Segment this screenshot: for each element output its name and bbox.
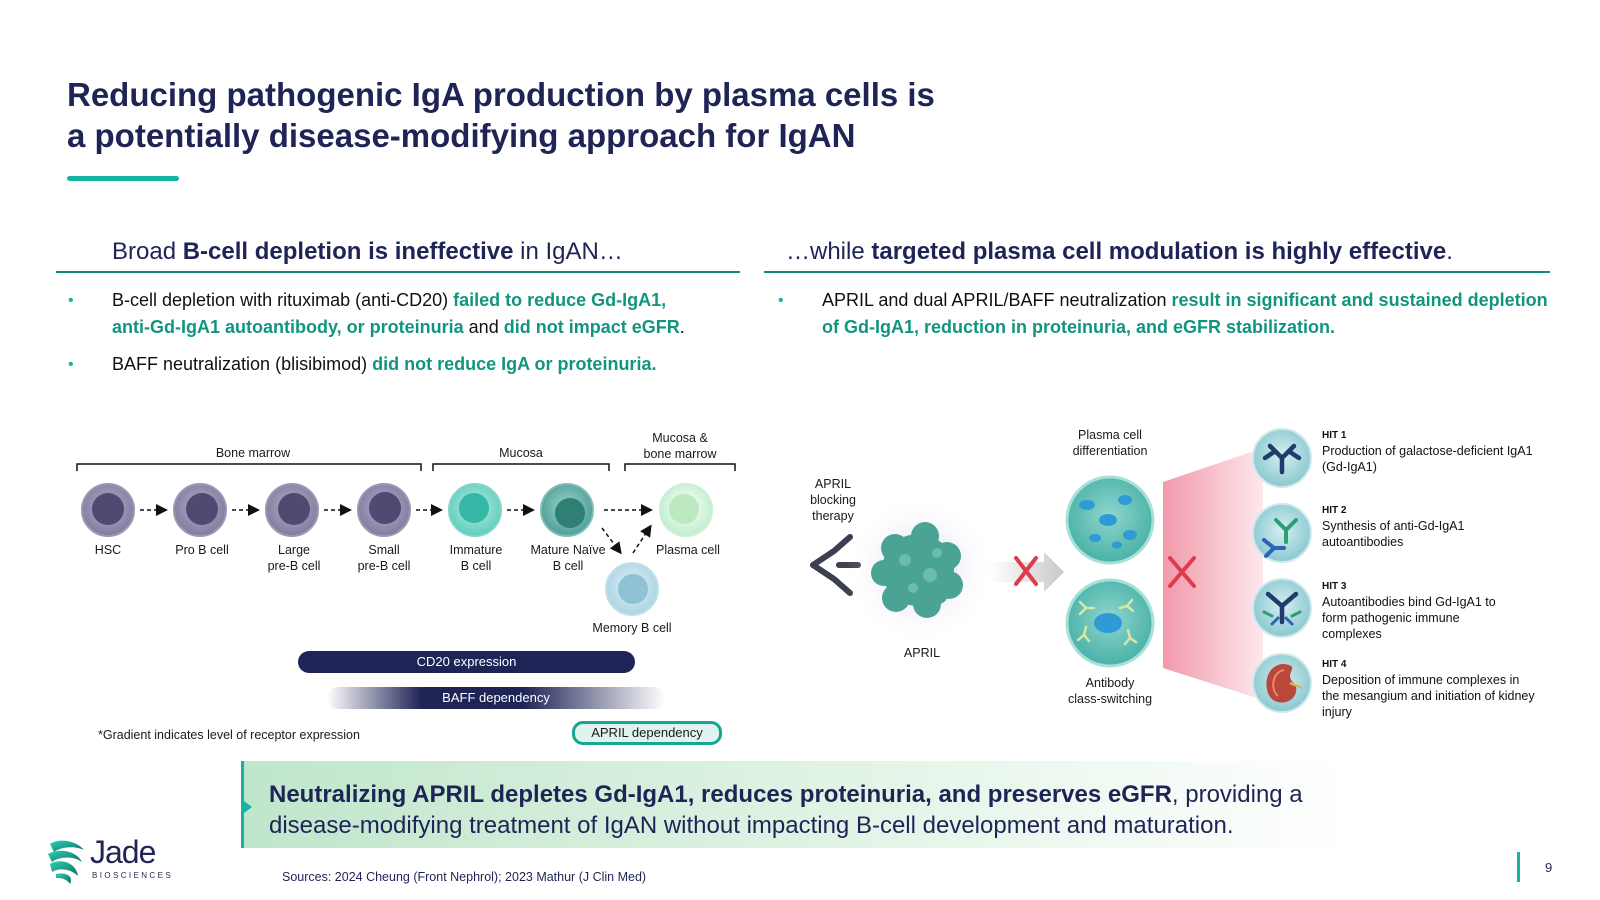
baff-dependency-bar: BAFF dependency xyxy=(327,687,665,709)
left-bullet-1: B-cell depletion with rituximab (anti-CD… xyxy=(68,287,708,341)
title-line-2: a potentially disease-modifying approach… xyxy=(67,117,856,154)
left-heading-pre: Broad xyxy=(112,238,183,265)
region-bone-marrow: Bone marrow xyxy=(215,446,291,460)
label-hsc: HSC xyxy=(94,543,122,557)
region-mucosa: Mucosa xyxy=(499,446,543,460)
left-column-heading: Broad B-cell depletion is ineffective in… xyxy=(112,238,623,266)
label-memory-b: Memory B cell xyxy=(592,621,672,635)
block-cross-2 xyxy=(1168,556,1196,588)
hit-4-kidney-icon xyxy=(1252,653,1312,713)
hit-3-icon xyxy=(1252,578,1312,638)
page-number-rule xyxy=(1517,852,1520,882)
label-pro-b: Pro B cell xyxy=(175,543,229,557)
region-mucosa-bone-marrow-line2: bone marrow xyxy=(643,447,717,461)
hit-2-text: Synthesis of anti-Gd-IgA1 autoantibodies xyxy=(1322,519,1465,549)
title-line-1: Reducing pathogenic IgA production by pl… xyxy=(67,76,935,113)
left-heading-bold: B-cell depletion is ineffective xyxy=(182,238,514,265)
right-heading-pre: …while xyxy=(786,238,872,265)
hit-4-title: HIT 4 xyxy=(1322,659,1347,670)
cell-mature-naive-b xyxy=(540,483,594,537)
hit-3-text: Autoantibodies bind Gd-IgA1 to form path… xyxy=(1322,595,1496,641)
conclusion-text: Neutralizing APRIL depletes Gd-IgA1, red… xyxy=(269,781,1303,839)
cell-hsc xyxy=(81,483,135,537)
mucosa-bracket xyxy=(432,463,610,471)
cell-large-pre-b xyxy=(265,483,319,537)
hit-1-title: HIT 1 xyxy=(1322,430,1347,441)
sources-footnote: Sources: 2024 Cheung (Front Nephrol); 20… xyxy=(282,870,647,884)
hit-4-text: Deposition of immune complexes in the me… xyxy=(1322,673,1535,719)
plasma-cell-icon xyxy=(1065,475,1155,565)
right-heading-rule xyxy=(764,271,1550,273)
label-plasma: Plasma cell xyxy=(656,543,720,557)
plasma-cell-differentiation-label: Plasma cell differentiation xyxy=(1072,428,1148,458)
cd20-expression-bar: CD20 expression xyxy=(298,651,635,673)
hit-2-icon xyxy=(1252,503,1312,563)
cell-immature-b xyxy=(448,483,502,537)
logo-wordmark: Jade xyxy=(90,834,156,870)
page-number: 9 xyxy=(1545,860,1553,875)
left-heading-rule xyxy=(56,271,740,273)
antibody-class-switching-label: Antibody class-switching xyxy=(1067,676,1153,706)
slide-title: Reducing pathogenic IgA production by pl… xyxy=(67,74,1167,156)
title-underline xyxy=(67,176,179,181)
april-dependency-bar: APRIL dependency xyxy=(572,721,722,745)
left-heading-post: in IgAN… xyxy=(513,238,623,265)
cell-pro-b xyxy=(173,483,227,537)
region-mucosa-bone-marrow-line1: Mucosa & xyxy=(652,431,708,445)
class-switching-cell-icon xyxy=(1065,578,1155,668)
hit-2-title: HIT 2 xyxy=(1322,505,1347,516)
right-bullet-list: APRIL and dual APRIL/BAFF neutralization… xyxy=(778,287,1558,351)
cell-small-pre-b xyxy=(357,483,411,537)
hit-1-icon xyxy=(1252,428,1312,488)
april-blocking-therapy-label: APRIL blocking therapy xyxy=(810,477,856,523)
gradient-footnote: *Gradient indicates level of receptor ex… xyxy=(98,728,360,742)
jade-logo-mark-icon xyxy=(48,840,84,884)
april-protein-label: APRIL xyxy=(903,646,941,660)
hit-1-text: Production of galactose-deficient IgA1 (… xyxy=(1322,444,1533,474)
right-bullet-1: APRIL and dual APRIL/BAFF neutralization… xyxy=(778,287,1558,341)
conclusion-arrow-icon xyxy=(244,801,252,813)
pathway-fan xyxy=(1163,448,1263,700)
hit-3-title: HIT 3 xyxy=(1322,581,1347,592)
left-bullet-list: B-cell depletion with rituximab (anti-CD… xyxy=(68,287,708,388)
cell-memory-b xyxy=(605,562,659,616)
conclusion-banner: Neutralizing APRIL depletes Gd-IgA1, red… xyxy=(241,761,1351,848)
cell-plasma xyxy=(659,483,713,537)
right-heading-post: . xyxy=(1446,238,1453,265)
left-bullet-2: BAFF neutralization (blisibimod) did not… xyxy=(68,351,708,378)
right-heading-bold: targeted plasma cell modulation is highl… xyxy=(871,238,1447,265)
block-cross-1 xyxy=(1014,556,1038,586)
jade-biosciences-logo: Jade BIOSCIENCES xyxy=(46,834,186,886)
logo-subtext: BIOSCIENCES xyxy=(92,871,174,880)
bone-marrow-bracket xyxy=(76,463,422,471)
right-column-heading: …while targeted plasma cell modulation i… xyxy=(786,238,1453,266)
mucosa-bone-marrow-bracket xyxy=(624,463,736,471)
